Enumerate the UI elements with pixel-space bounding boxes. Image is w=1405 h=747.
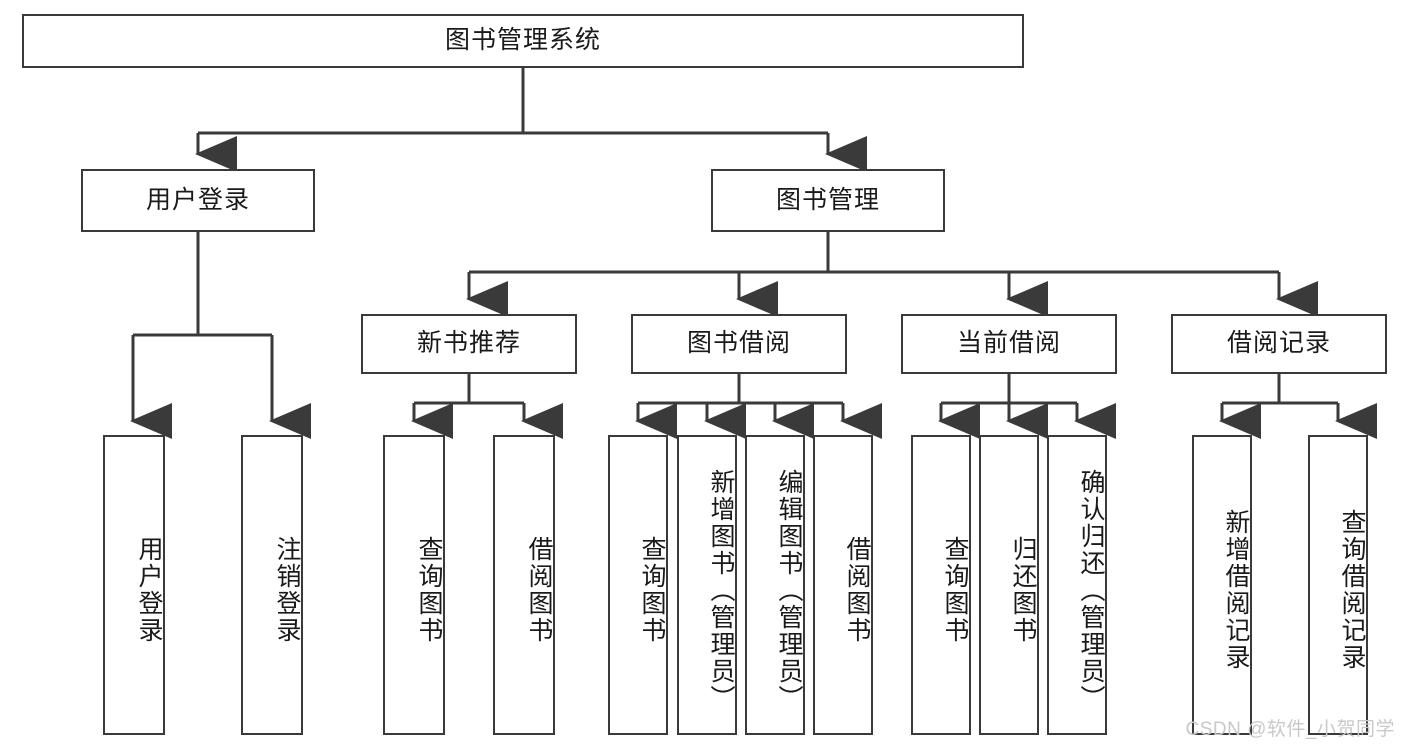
leaf-book-borrow-edit-book-admin[interactable]: 编辑图书（管理员） — [745, 435, 805, 735]
leaf-current-borrow-confirm-return-admin[interactable]: 确认归还（管理员） — [1047, 435, 1107, 735]
leaf-user-login-logout[interactable]: 注销登录 — [241, 435, 303, 735]
node-label: 查询图书 — [941, 536, 969, 644]
node-label: 图书借阅 — [686, 329, 791, 358]
node-label: 图书管理 — [775, 185, 880, 214]
leaf-book-borrow-borrow-book[interactable]: 借阅图书 — [813, 435, 873, 735]
node-label: 查询图书 — [638, 536, 666, 644]
leaf-borrow-record-query-record[interactable]: 查询借阅记录 — [1308, 435, 1368, 735]
leaf-book-borrow-query-book[interactable]: 查询图书 — [608, 435, 668, 735]
node-label: 归还图书 — [1009, 536, 1037, 644]
node-user-login[interactable]: 用户登录 — [81, 169, 315, 232]
node-label: 图书管理系统 — [444, 26, 601, 55]
node-book-management[interactable]: 图书管理 — [711, 169, 945, 232]
node-label: 查询借阅记录 — [1338, 509, 1366, 671]
leaf-borrow-record-add-record[interactable]: 新增借阅记录 — [1192, 435, 1252, 735]
node-borrow-record[interactable]: 借阅记录 — [1171, 314, 1387, 374]
node-label: 当前借阅 — [956, 329, 1061, 358]
node-label: 借阅记录 — [1226, 329, 1331, 358]
leaf-user-login-login[interactable]: 用户登录 — [103, 435, 165, 735]
node-new-book-recommend[interactable]: 新书推荐 — [361, 314, 577, 374]
node-label: 查询图书 — [415, 536, 443, 644]
node-label: 编辑图书（管理员） — [775, 468, 803, 712]
node-root-book-management-system[interactable]: 图书管理系统 — [22, 14, 1024, 68]
node-label: 新增图书（管理员） — [707, 468, 735, 712]
node-label: 借阅图书 — [525, 536, 553, 644]
node-label: 用户登录 — [135, 536, 163, 644]
leaf-current-borrow-query-book[interactable]: 查询图书 — [911, 435, 971, 735]
csdn-watermark: CSDN @软件_小贺同学 — [1185, 719, 1395, 740]
node-label: 借阅图书 — [843, 536, 871, 644]
node-label: 确认归还（管理员） — [1077, 468, 1105, 712]
leaf-new-book-query-book[interactable]: 查询图书 — [383, 435, 445, 735]
node-label: 新增借阅记录 — [1222, 509, 1250, 671]
node-label: 用户登录 — [145, 185, 250, 214]
leaf-book-borrow-add-book-admin[interactable]: 新增图书（管理员） — [677, 435, 737, 735]
node-label: 新书推荐 — [416, 329, 521, 358]
leaf-current-borrow-return-book[interactable]: 归还图书 — [979, 435, 1039, 735]
node-label: 注销登录 — [273, 536, 301, 644]
node-book-borrow[interactable]: 图书借阅 — [631, 314, 847, 374]
node-current-borrow[interactable]: 当前借阅 — [901, 314, 1117, 374]
leaf-new-book-borrow-book[interactable]: 借阅图书 — [493, 435, 555, 735]
